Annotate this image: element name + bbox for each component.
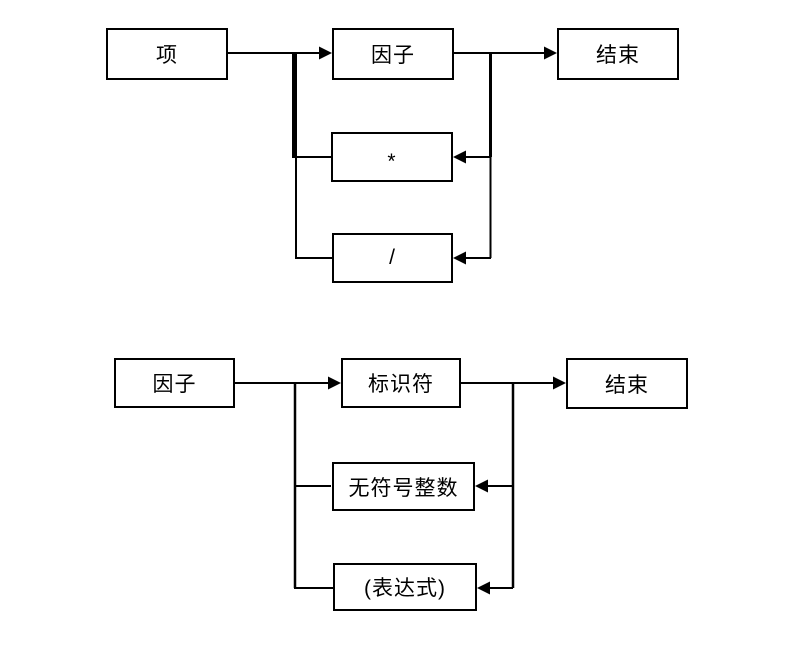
node-label: 因子 bbox=[371, 44, 415, 67]
node-label: (表达式) bbox=[364, 577, 446, 600]
node-end-factor: 结束 bbox=[566, 358, 688, 409]
node-label: / bbox=[389, 246, 396, 269]
arrow-into-paren-icon bbox=[477, 581, 490, 595]
arrow-into-divide-icon bbox=[453, 251, 466, 265]
arrow-into-identifier-icon bbox=[328, 376, 341, 390]
arrow-into-uint-icon bbox=[475, 479, 488, 493]
term-rule-connectors bbox=[228, 46, 557, 265]
node-multiply-op: * bbox=[331, 132, 453, 182]
node-term: 项 bbox=[106, 28, 228, 80]
node-label: 结束 bbox=[596, 44, 640, 67]
node-label: 结束 bbox=[605, 373, 649, 397]
factor-rule-connectors bbox=[235, 376, 566, 595]
node-factor-head: 因子 bbox=[114, 358, 235, 408]
node-paren-expression: (表达式) bbox=[333, 563, 477, 611]
node-label: 因子 bbox=[152, 373, 197, 396]
node-factor: 因子 bbox=[332, 28, 454, 80]
node-divide-op: / bbox=[332, 233, 453, 283]
arrow-into-end2-icon bbox=[553, 376, 566, 390]
arrow-into-end-icon bbox=[544, 46, 557, 60]
node-unsigned-integer: 无符号整数 bbox=[332, 462, 475, 511]
node-label: 无符号整数 bbox=[348, 476, 459, 500]
node-end-term: 结束 bbox=[557, 28, 679, 80]
node-label: 标识符 bbox=[368, 373, 434, 396]
node-label: * bbox=[387, 149, 397, 173]
node-label: 项 bbox=[156, 44, 178, 67]
arrow-into-factor-icon bbox=[319, 46, 332, 60]
node-identifier: 标识符 bbox=[341, 358, 461, 408]
arrow-into-multiply-icon bbox=[453, 150, 466, 164]
